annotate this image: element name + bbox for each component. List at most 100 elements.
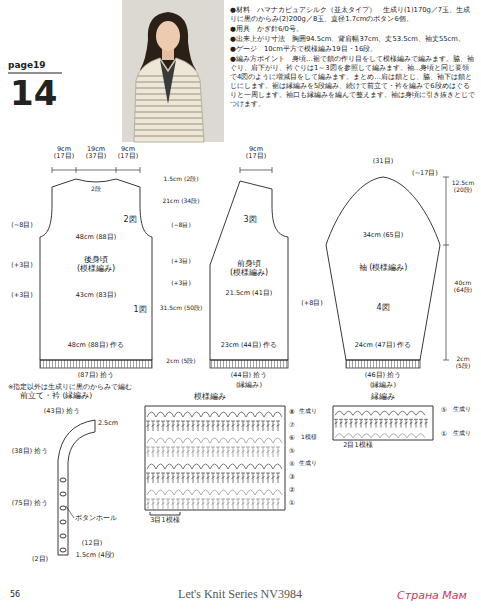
dimension-label: (縁編み) <box>358 382 408 389</box>
dimension-label: ボタンホール <box>75 515 115 522</box>
dimension-label: (87目) 拾う <box>66 372 126 379</box>
dimension-label: 21cm (34段) <box>159 198 203 205</box>
dimension-label: 9cm (17目) <box>241 146 271 161</box>
piece-label: 模様編み <box>175 392 245 401</box>
dimension-label: (−8目) <box>6 222 38 229</box>
dimension-label: 生成り <box>297 460 319 467</box>
outline <box>60 534 66 538</box>
dimension-label: (75目) 拾う <box>10 500 50 507</box>
stripe <box>134 117 206 118</box>
dimension-label: (31目) <box>368 158 398 165</box>
pattern-piece: 縁編み2目1模様 <box>328 392 438 454</box>
piece-label: 4図 <box>373 303 393 312</box>
page-heading: 14 <box>10 76 70 110</box>
dimension-label: ③ <box>287 473 297 481</box>
dimension-label: 31.5cm (50段) <box>159 305 203 312</box>
pattern-piece: 模様編み 3目1模様 <box>135 392 285 527</box>
outline <box>60 548 66 552</box>
dimension-label: 生成り <box>297 408 319 415</box>
outline <box>210 181 288 360</box>
outline <box>145 406 285 510</box>
pattern-piece: 袖 (模様編み) 4図 <box>318 175 448 360</box>
dimension-label: 2.5cm <box>97 420 119 427</box>
stripe <box>134 99 206 100</box>
instruction-text: ●編み方ポイント 身頃…裾で鎖の作り目をして模様編みで編みます。脇、袖ぐり、肩下… <box>230 55 476 109</box>
dimension-label: ⑥ <box>287 434 297 442</box>
piece-label: 3図 <box>240 215 260 224</box>
outline <box>40 179 152 360</box>
stitch-row <box>146 473 280 483</box>
dimension-label: 43cm (83目) <box>61 292 131 299</box>
outline <box>150 512 180 515</box>
dimension-label: ④ <box>287 460 297 468</box>
watermark: Страна Мам <box>390 590 474 603</box>
piece-label: 前身頃 (模様編み) <box>218 259 280 277</box>
dimension-label: 34cm (65目) <box>348 232 418 239</box>
stripe <box>134 105 206 106</box>
piece-label: 3目1模様 <box>140 517 190 524</box>
dimension-label: 9cm (17目) <box>116 146 140 161</box>
dimension-label: ① <box>287 499 297 507</box>
header-rule <box>8 72 62 73</box>
outline <box>60 520 66 524</box>
dimension-label: (+3目) <box>159 280 203 287</box>
piece-label: 前立て・衿 (縁編み) <box>20 392 120 401</box>
stitch-row <box>146 421 280 431</box>
dimension-label: 24cm (47目) 作る <box>348 342 418 349</box>
dimension-label: 1.5cm (2段) <box>159 176 203 183</box>
outline <box>326 177 440 360</box>
dimension-label: ⑤ <box>287 447 297 455</box>
dimension-label: 56 <box>10 590 30 599</box>
instruction-text: ●材料 ハマナカピュアシルク（並太タイプ） 生成り(1)170g／7玉、生成りに… <box>230 6 476 24</box>
stripe <box>134 123 206 124</box>
dimension-label: 23cm (44目) 作る <box>211 342 287 349</box>
dimension-label: ① <box>439 430 449 438</box>
dimension-label: 生成り <box>451 430 473 437</box>
dimension-label: (+3目) <box>6 262 38 269</box>
dimension-label: 9cm (17目) <box>52 146 76 161</box>
outline <box>333 406 433 440</box>
stripe <box>134 135 206 136</box>
dimension-label: 19cm (37目) <box>78 146 114 161</box>
dimension-label: (44目) 拾う <box>219 372 279 379</box>
stitch-row <box>147 464 282 469</box>
dimension-label: 1模様 <box>298 434 320 441</box>
dimension-label: 2cm (5段) <box>449 356 477 370</box>
dimension-label: (2目) <box>28 556 52 563</box>
dimension-label: ※指定以外は生成りに黒のからみで編む <box>8 384 178 391</box>
stitch-row <box>147 490 282 495</box>
photo <box>122 0 224 142</box>
piece-label: 後身頃 (模様編み) <box>66 255 126 273</box>
piece-outline <box>20 392 120 562</box>
dimension-label: 生成り <box>451 406 473 413</box>
dimension-label: (38目) 拾う <box>10 448 50 455</box>
dimension-label: 48cm (88目) 作る <box>56 342 136 349</box>
instruction-text: ●用具 かぎ針6/0号。 <box>230 25 476 34</box>
dimension-label: 12.5cm (20段) <box>449 180 477 194</box>
dimension-label: ② <box>287 486 297 494</box>
instruction-text: ●ゲージ 10cm平方で模様編み19目・16段。 <box>230 45 476 54</box>
stitch-row <box>335 411 425 415</box>
pattern-piece: 後身頃 (模様編み)1図2図 <box>40 175 152 360</box>
dimension-label: 40cm (64段) <box>449 280 477 294</box>
stitch-row <box>147 438 282 443</box>
piece-label: 2目1模様 <box>333 442 383 449</box>
dimension-label: 21.5cm (41目) <box>214 290 284 297</box>
series-footer: Let's Knit Series NV3984 <box>140 588 340 602</box>
dimension-label: (12目) <box>77 540 107 547</box>
instruction-block: ●材料 ハマナカピュアシルク（並太タイプ） 生成り(1)170g／7玉、生成りに… <box>230 6 476 110</box>
pattern-piece: 前立て・衿 (縁編み) <box>20 392 120 562</box>
dimension-label: (+3目) <box>6 292 38 299</box>
dimension-label: 1.5cm (4段) <box>73 552 117 559</box>
dimension-label: (+3目) <box>159 258 203 265</box>
dimension-label: ⑤ <box>439 406 449 414</box>
outline <box>58 420 95 555</box>
dimension-lines <box>52 167 449 518</box>
stitch-row <box>147 412 282 417</box>
piece-label: 1図 <box>130 305 150 314</box>
piece-label: 袖 (模様編み) <box>353 263 413 272</box>
stripe <box>134 111 206 112</box>
stripe <box>134 129 206 130</box>
dimension-label: (縁編み) <box>224 382 274 389</box>
